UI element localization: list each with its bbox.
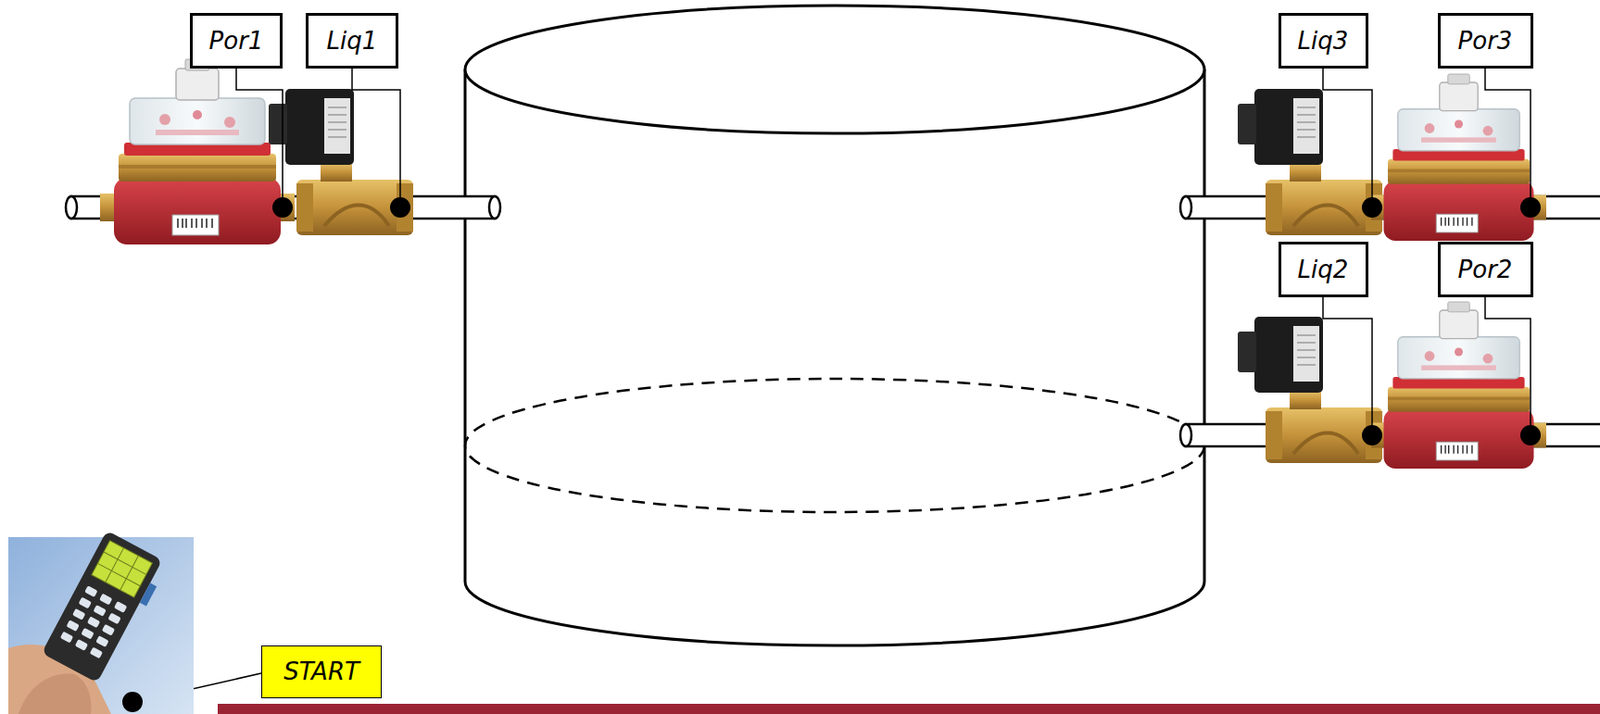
flow-meter bbox=[1371, 302, 1547, 469]
footer-bar bbox=[217, 704, 1600, 714]
solenoid-valve bbox=[1237, 316, 1383, 464]
solenoid-valve bbox=[1237, 88, 1383, 236]
tag-label: START bbox=[283, 658, 360, 686]
tag-label: Por2 bbox=[1458, 256, 1513, 284]
tag-label: Por1 bbox=[209, 27, 265, 55]
tag-label: Liq3 bbox=[1297, 27, 1349, 55]
flow-meter bbox=[100, 59, 295, 245]
tag-box: Por2 bbox=[1437, 241, 1534, 298]
solenoid-valve bbox=[268, 88, 414, 236]
start-button-box: START bbox=[261, 645, 382, 699]
tag-box: Liq2 bbox=[1278, 241, 1369, 298]
flow-meter bbox=[1371, 74, 1547, 241]
tag-label: Por3 bbox=[1458, 27, 1513, 55]
handheld-terminal bbox=[8, 530, 194, 714]
tag-box: Liq1 bbox=[305, 12, 399, 69]
tank bbox=[465, 5, 1205, 646]
tag-box: Por3 bbox=[1437, 12, 1534, 69]
leader-line bbox=[138, 68, 1531, 702]
connection-dot bbox=[272, 197, 1541, 446]
tag-label: Liq1 bbox=[327, 27, 378, 55]
tag-box: Liq3 bbox=[1278, 12, 1369, 69]
tag-label: Liq2 bbox=[1297, 256, 1349, 284]
tag-box: Por1 bbox=[189, 12, 283, 69]
